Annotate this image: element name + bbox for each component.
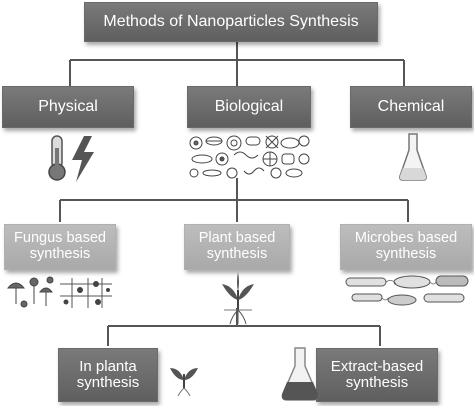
plant-based-node: Plant based synthesis <box>184 224 290 270</box>
physical-node: Physical <box>2 86 134 128</box>
in-planta-label: In planta synthesis <box>76 357 140 391</box>
plant-based-label: Plant based synthesis <box>198 230 276 262</box>
spore-grid-icon <box>60 278 112 308</box>
conical-flask-icon <box>281 347 319 401</box>
biological-node: Biological <box>187 86 311 128</box>
sprout-icon <box>170 368 198 397</box>
physical-label: Physical <box>38 98 98 116</box>
biological-label: Biological <box>214 98 284 116</box>
lightning-icon <box>72 136 94 182</box>
thermometer-icon <box>48 135 66 181</box>
in-planta-node: In planta synthesis <box>58 348 158 402</box>
fungus-based-node: Fungus based synthesis <box>4 224 116 270</box>
microorganisms-collage-icon <box>189 135 310 179</box>
microbes-based-node: Microbes based synthesis <box>340 224 472 270</box>
bacteria-illustration-icon <box>345 275 469 306</box>
chemical-label: Chemical <box>377 98 445 116</box>
seedling-with-roots-icon <box>222 272 254 325</box>
root-node: Methods of Nanoparticles Synthesis <box>84 2 378 42</box>
extract-based-label: Extract-based synthesis <box>330 357 424 391</box>
microbes-based-label: Microbes based synthesis <box>354 230 458 262</box>
extract-based-node: Extract-based synthesis <box>316 348 438 402</box>
root-label: Methods of Nanoparticles Synthesis <box>103 13 359 31</box>
flask-icon <box>399 133 427 181</box>
fungi-illustration-icon <box>6 276 54 308</box>
chemical-node: Chemical <box>350 86 472 128</box>
fungus-based-label: Fungus based synthesis <box>14 230 106 262</box>
